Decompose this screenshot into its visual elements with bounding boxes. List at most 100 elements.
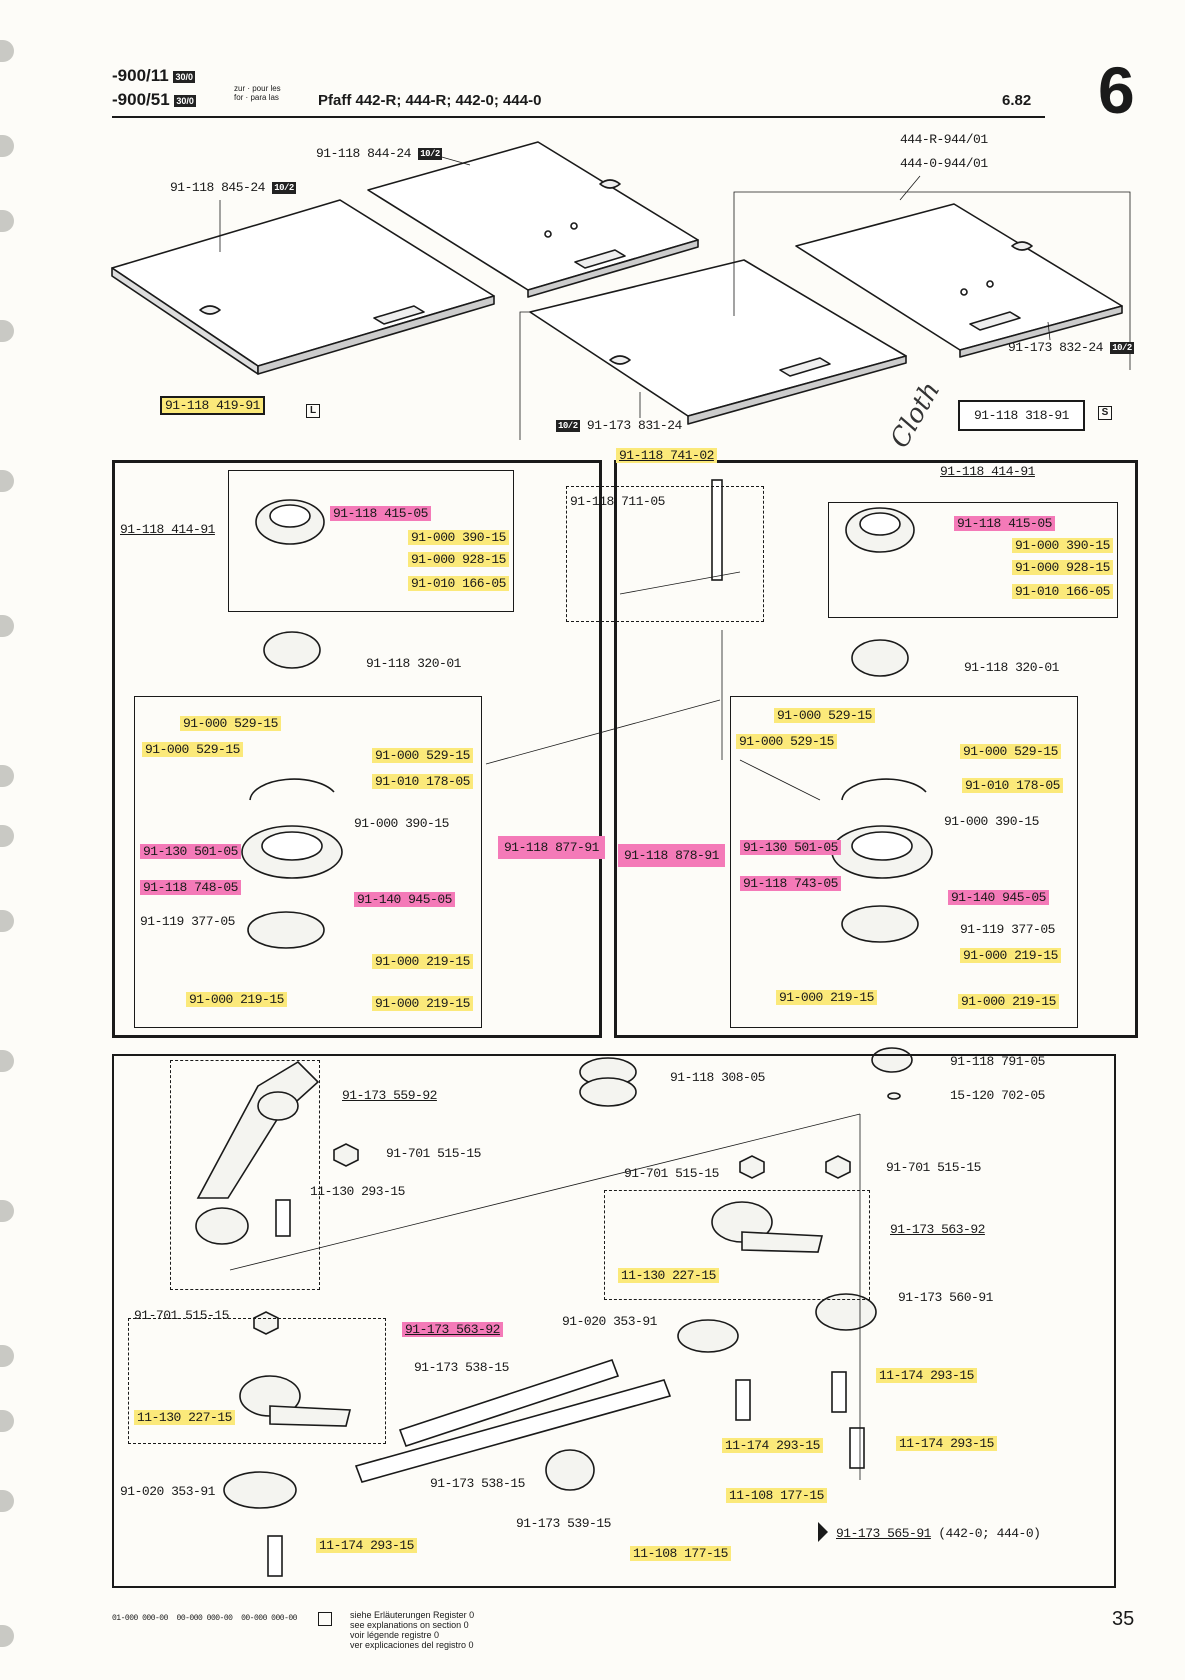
label-l-377: 91-119 377-05 <box>140 914 235 929</box>
label-r-945: 91-140 945-05 <box>948 890 1049 905</box>
label-791: 91-118 791-05 <box>950 1054 1045 1069</box>
label-r-415: 91-118 415-05 <box>954 516 1055 531</box>
label-t293b: 11-174 293-15 <box>722 1438 823 1453</box>
label-r-hook-assembly: 91-118 878-91 <box>618 844 725 867</box>
label-l-415: 91-118 415-05 <box>330 506 431 521</box>
label-559: 91-173 559-92 <box>342 1088 437 1103</box>
lever-dashed-box-right <box>604 1190 870 1300</box>
slide-plate-831 <box>529 259 907 417</box>
binder-hole <box>0 1345 14 1367</box>
binder-hole <box>0 1050 14 1072</box>
label-t293a: 11-174 293-15 <box>876 1368 977 1383</box>
label-plate-844: 91-118 844-24 10/2 <box>316 146 442 161</box>
label-s293: 11-130 293-15 <box>310 1184 405 1199</box>
label-r-219c: 91-000 219-15 <box>958 994 1059 1009</box>
label-r-390: 91-000 390-15 <box>1012 538 1113 553</box>
label-515d: 91-701 515-15 <box>886 1160 981 1175</box>
label-r-166: 91-010 166-05 <box>1012 584 1113 599</box>
page-number: 35 <box>1112 1608 1135 1630</box>
model-variant-2: 444-0-944/01 <box>900 156 988 171</box>
label-711: 91-118 711-05 <box>570 494 665 509</box>
label-t293d: 11-174 293-15 <box>316 1538 417 1553</box>
binder-hole <box>0 1625 14 1647</box>
label-563b: 91-173 563-92 <box>890 1222 985 1237</box>
label-l-hook-assembly: 91-118 877-91 <box>498 836 605 859</box>
label-l-219b: 91-000 219-15 <box>186 992 287 1007</box>
assembly-label-right: 91-118 318-91 <box>958 400 1085 431</box>
binder-hole <box>0 1490 14 1512</box>
label-702: 15-120 702-05 <box>950 1088 1045 1103</box>
label-515c: 91-701 515-15 <box>624 1166 719 1181</box>
header-rule <box>112 116 1045 118</box>
label-l-529b: 91-000 529-15 <box>142 742 243 757</box>
footer-code-legend: 01-000 000-00 00-000 000-00 00-000 000-0… <box>112 1614 297 1623</box>
model-variant-1: 444-R-944/01 <box>900 132 988 147</box>
footer-box-symbol <box>318 1612 332 1626</box>
label-plate-832: 91-173 832-24 10/2 <box>1008 340 1134 355</box>
section-number: 6 <box>1098 53 1135 127</box>
machine-models: Pfaff 442-R; 444-R; 442-0; 444-0 <box>318 92 542 109</box>
label-r-743: 91-118 743-05 <box>740 876 841 891</box>
left-inner-box-bottom <box>134 696 482 1028</box>
label-r-320: 91-118 320-01 <box>964 660 1059 675</box>
label-563a: 91-173 563-92 <box>402 1322 503 1337</box>
label-515a: 91-701 515-15 <box>386 1146 481 1161</box>
label-r-529a: 91-000 529-15 <box>774 708 875 723</box>
label-515b: 91-701 515-15 <box>134 1308 229 1323</box>
label-l-320: 91-118 320-01 <box>366 656 461 671</box>
label-r-219a: 91-000 219-15 <box>960 948 1061 963</box>
binder-hole <box>0 1410 14 1432</box>
label-177b: 11-108 177-15 <box>630 1546 731 1561</box>
label-l-178: 91-010 178-05 <box>372 774 473 789</box>
label-bobbin: 91-118 308-05 <box>670 1070 765 1085</box>
left-hook-frame <box>112 460 602 1038</box>
label-r-377: 91-119 377-05 <box>960 922 1055 937</box>
label-l-390: 91-000 390-15 <box>408 530 509 545</box>
label-741: 91-118 741-02 <box>616 448 717 463</box>
label-r-501: 91-130 501-05 <box>740 840 841 855</box>
center-dashed-box <box>566 486 764 622</box>
label-l-219a: 91-000 219-15 <box>372 954 473 969</box>
label-227a: 11-130 227-15 <box>134 1410 235 1425</box>
binder-hole <box>0 615 14 637</box>
label-353a: 91-020 353-91 <box>562 1314 657 1329</box>
binder-hole <box>0 40 14 62</box>
label-r-529c: 91-000 529-15 <box>960 744 1061 759</box>
right-inner-box-top <box>828 502 1118 618</box>
label-560: 91-173 560-91 <box>898 1290 993 1305</box>
label-l-928: 91-000 928-15 <box>408 552 509 567</box>
footer-rule <box>112 1586 1045 1588</box>
arrow-565 <box>818 1522 828 1542</box>
binder-hole <box>0 135 14 157</box>
label-539: 91-173 539-15 <box>516 1516 611 1531</box>
label-177a: 11-108 177-15 <box>726 1488 827 1503</box>
label-565: 91-173 565-91 (442-0; 444-0) <box>836 1526 1041 1541</box>
model-code-1: -900/11 30/0 <box>112 66 195 85</box>
label-l-529c: 91-000 529-15 <box>372 748 473 763</box>
label-l-414: 91-118 414-91 <box>120 522 215 537</box>
label-r-529b: 91-000 529-15 <box>736 734 837 749</box>
binder-hole <box>0 470 14 492</box>
label-l-529a: 91-000 529-15 <box>180 716 281 731</box>
label-plate-831: 10/2 91-173 831-24 <box>556 418 682 433</box>
label-227b: 11-130 227-15 <box>618 1268 719 1283</box>
assembly-label-left: 91-118 419-91 <box>160 396 265 415</box>
label-l-166: 91-010 166-05 <box>408 576 509 591</box>
label-l-945: 91-140 945-05 <box>354 892 455 907</box>
label-r-928: 91-000 928-15 <box>1012 560 1113 575</box>
footer-explanations: siehe Erläuterungen Register 0 see expla… <box>350 1610 475 1650</box>
left-inner-box-top <box>228 470 514 612</box>
right-version-letter: S <box>1098 406 1112 420</box>
label-r-219b: 91-000 219-15 <box>776 990 877 1005</box>
label-l-219c: 91-000 219-15 <box>372 996 473 1011</box>
label-353b: 91-020 353-91 <box>120 1484 215 1499</box>
label-l-390b: 91-000 390-15 <box>354 816 449 831</box>
binder-hole <box>0 910 14 932</box>
label-538b: 91-173 538-15 <box>430 1476 525 1491</box>
crank-dashed-box <box>170 1060 320 1290</box>
label-r-178: 91-010 178-05 <box>962 778 1063 793</box>
revision-date: 6.82 <box>1002 92 1032 109</box>
binder-hole <box>0 1200 14 1222</box>
